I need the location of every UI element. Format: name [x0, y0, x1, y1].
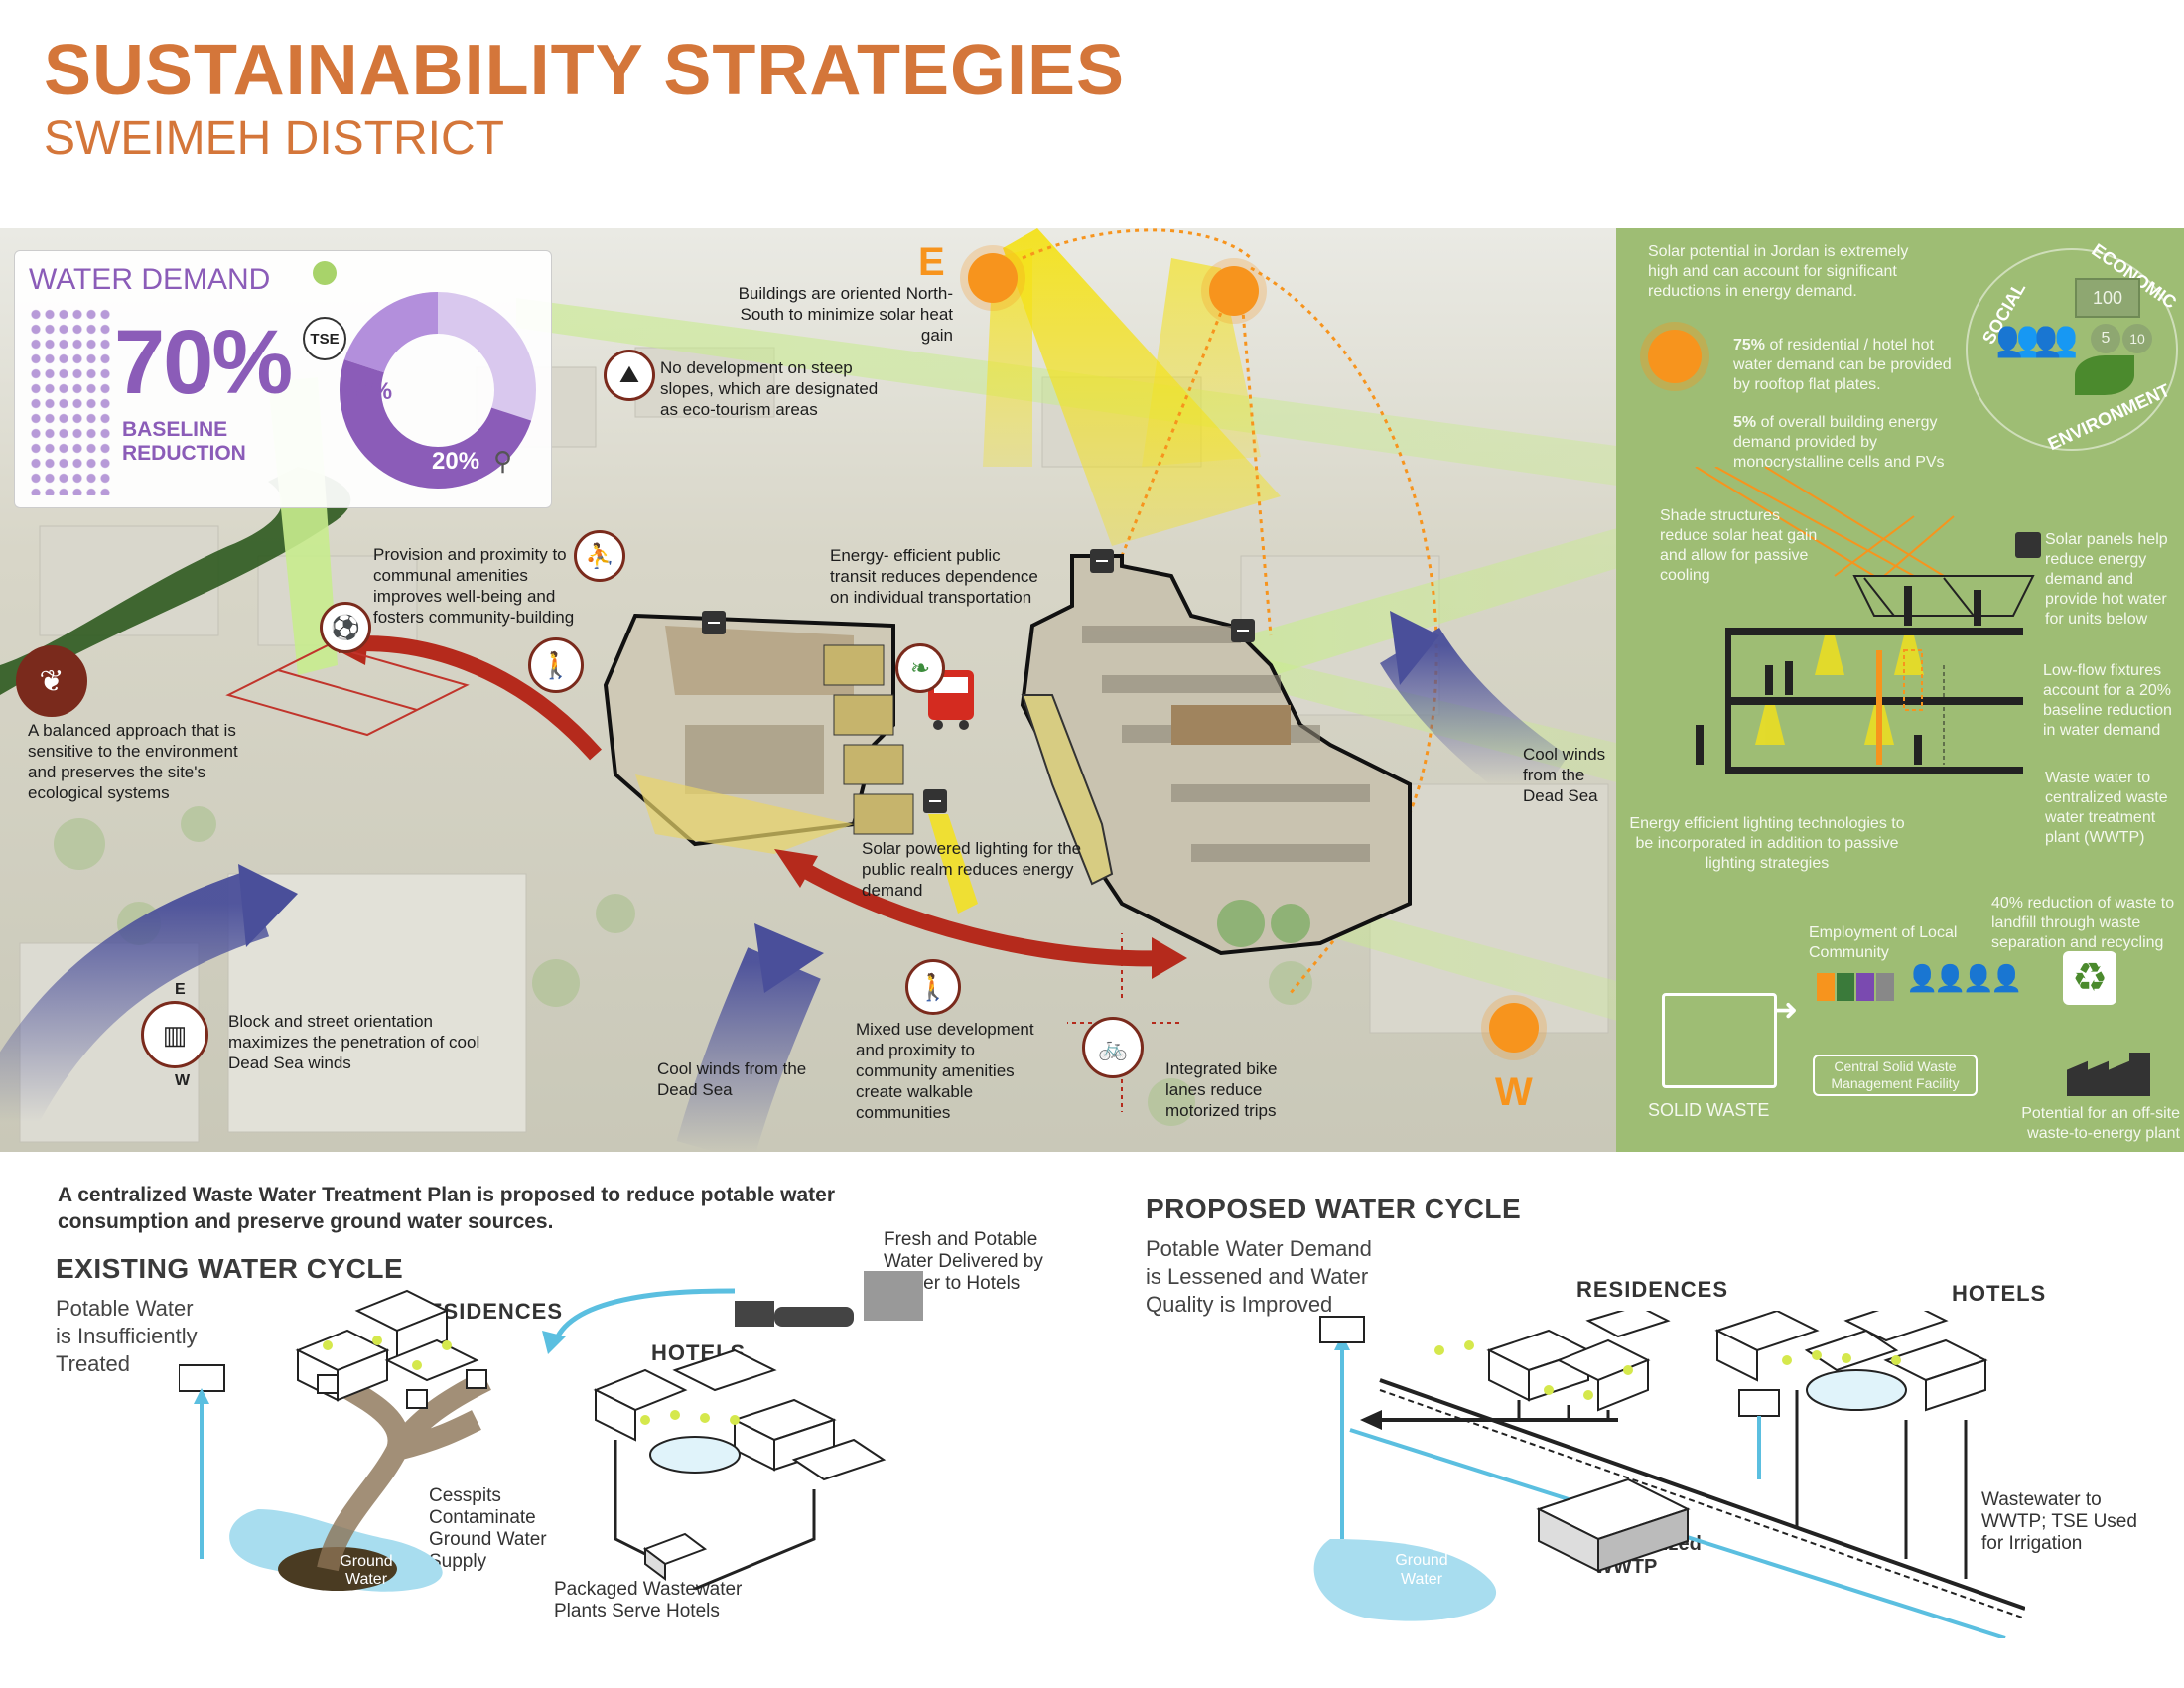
compass-block-icon: ▥	[141, 1001, 208, 1068]
donut-segment-tse	[340, 292, 536, 489]
bike-icon: 🚲	[1082, 1017, 1144, 1078]
green-solar-potential: Solar potential in Jordan is extremely h…	[1648, 243, 1909, 300]
coin-10-icon: 10	[2122, 324, 2152, 353]
note-mixed-use: Mixed use development and proximity to c…	[856, 1020, 1034, 1122]
water-cycle-intro: A centralized Waste Water Treatment Plan…	[58, 1184, 836, 1233]
note-cool-winds-right: Cool winds from the Dead Sea	[1523, 745, 1606, 805]
existing-cycle-subtitle: Potable Water is Insufficiently Treated	[56, 1296, 198, 1376]
walker-icon: 🚶	[905, 959, 961, 1015]
leaf-environment-icon	[2075, 355, 2134, 395]
left-building	[603, 613, 914, 854]
money-icon: 100	[2075, 278, 2140, 318]
aerial-render	[0, 228, 1624, 1152]
note-balanced: A balanced approach that is sensitive to…	[28, 721, 238, 802]
slide-icon: ⛹	[574, 530, 625, 582]
donut-label-tse: 50%	[344, 378, 393, 405]
water-donut-chart	[340, 292, 536, 489]
soccer-icon: ⚽	[320, 602, 371, 653]
proposed-residences-label: RESIDENCES	[1576, 1277, 1729, 1302]
donut-label-low-flow: 20%	[432, 448, 480, 475]
green-low-flow: Low-flow fixtures account for a 20% base…	[2043, 662, 2172, 739]
reduction-label: REDUCTION	[122, 442, 246, 465]
proposed-cycle-diagram	[1313, 1311, 2025, 1638]
cesspits-label: Cesspits Contaminate Ground Water Supply	[429, 1485, 547, 1572]
ground-water-proposed-label: Ground Water	[1395, 1552, 1448, 1588]
triple-bottom-line-ring	[1966, 248, 2178, 451]
leaf-badge-icon: ❦	[16, 645, 87, 717]
recycle-icon: ♻	[2063, 951, 2116, 1005]
existing-cycle-diagram	[179, 1271, 923, 1592]
green-solid-waste: SOLID WASTE	[1648, 1100, 1770, 1120]
existing-cycle-heading: EXISTING WATER CYCLE	[56, 1253, 404, 1284]
sun-zenith-icon	[1209, 266, 1259, 316]
water-demand-box: WATER DEMAND 70% BASELINE REDUCTION TSE …	[14, 250, 552, 508]
hotel-building	[1020, 554, 1412, 956]
people-icon: 👥👥	[1995, 318, 2079, 358]
baseline-label: BASELINE	[122, 418, 228, 441]
page-subtitle: SWEIMEH DISTRICT	[44, 112, 504, 165]
page-title: SUSTAINABILITY STRATEGIES	[44, 31, 1126, 110]
coin-5-label: 5	[2101, 330, 2111, 347]
coin-5-icon: 5	[2091, 324, 2120, 353]
solid-waste-icon	[1662, 993, 1777, 1088]
solar-panel-icon	[2015, 532, 2041, 558]
green-solar-panels: Solar panels help reduce energy demand a…	[2045, 531, 2168, 628]
ground-water-existing-label: Ground Water	[340, 1553, 393, 1588]
green-facility: Central Solid Waste Management Facility	[1813, 1055, 1978, 1096]
water-drops-icon	[29, 307, 114, 495]
hot-water-text: of residential / hotel hot water demand …	[1733, 337, 1952, 393]
building-pct: 5%	[1733, 414, 1757, 431]
tse-badge: TSE	[303, 317, 346, 360]
arrow-right-icon: ➜	[1773, 994, 1799, 1027]
community-people-icon: 👤👤👤👤	[1906, 963, 2022, 993]
green-waste-energy: Potential for an off-site waste-to-energ…	[2021, 1105, 2180, 1142]
proposed-cycle-heading: PROPOSED WATER CYCLE	[1146, 1194, 1522, 1224]
note-amenities: Provision and proximity to communal amen…	[373, 545, 575, 627]
proposed-hotels-label: HOTELS	[1952, 1281, 2047, 1306]
packaged-label: Packaged Wastewater Plants Serve Hotels	[554, 1579, 743, 1621]
hiker-icon: ⛰	[604, 350, 655, 401]
sun-east-icon	[968, 253, 1018, 303]
bill-100: 100	[2092, 288, 2123, 308]
green-shade: Shade structures reduce solar heat gain …	[1660, 507, 1818, 584]
building-section-diagram	[1695, 467, 2035, 774]
tree-icon	[313, 261, 337, 285]
green-lighting: Energy efficient lighting technologies t…	[1629, 815, 1905, 872]
bins-icon	[1817, 973, 1894, 1006]
panel-sun-icon	[1648, 330, 1702, 383]
note-block-orientation: Block and street orientation maximizes t…	[228, 1012, 480, 1072]
green-building: 5% of overall building energy demand pro…	[1733, 413, 1962, 473]
compass-w-label: W	[175, 1072, 191, 1089]
note-steep-slopes: No development on steep slopes, which ar…	[660, 358, 879, 419]
note-cool-winds-bottom: Cool winds from the Dead Sea	[657, 1059, 807, 1099]
leaf-icon: ❧	[895, 643, 945, 693]
coin-10-label: 10	[2129, 331, 2145, 347]
green-landfill: 40% reduction of waste to landfill throu…	[1991, 895, 2175, 951]
tse-label: TSE	[310, 330, 340, 348]
pedestrian-icon: 🚶	[528, 637, 584, 693]
note-solar-lighting: Solar powered lighting for the public re…	[862, 839, 1082, 900]
note-transit: Energy- efficient public transit reduces…	[830, 546, 1038, 607]
note-orientation: Buildings are oriented North-South to mi…	[738, 284, 953, 345]
green-hot-water: 75% of residential / hotel hot water dem…	[1733, 336, 1962, 395]
note-bike: Integrated bike lanes reduce motorized t…	[1165, 1059, 1278, 1120]
sun-east-label: E	[918, 240, 945, 284]
wastewater-label: Wastewater to WWTP; TSE Used for Irrigat…	[1981, 1489, 2137, 1554]
proposed-cycle-subtitle: Potable Water Demand is Lessened and Wat…	[1146, 1236, 1372, 1317]
building-text: of overall building energy demand provid…	[1733, 414, 1945, 471]
water-demand-heading: WATER DEMAND	[29, 263, 271, 296]
green-employment: Employment of Local Community	[1809, 924, 1958, 961]
hot-water-pct: 75%	[1733, 337, 1766, 353]
sun-west-label: W	[1495, 1070, 1533, 1114]
faucet-icon: ⚲	[493, 446, 513, 476]
compass-e-label: E	[175, 981, 186, 998]
green-waste-water: Waste water to centralized waste water t…	[2045, 770, 2168, 846]
water-demand-percent: 70%	[114, 312, 293, 413]
sun-west-icon	[1489, 1003, 1539, 1053]
